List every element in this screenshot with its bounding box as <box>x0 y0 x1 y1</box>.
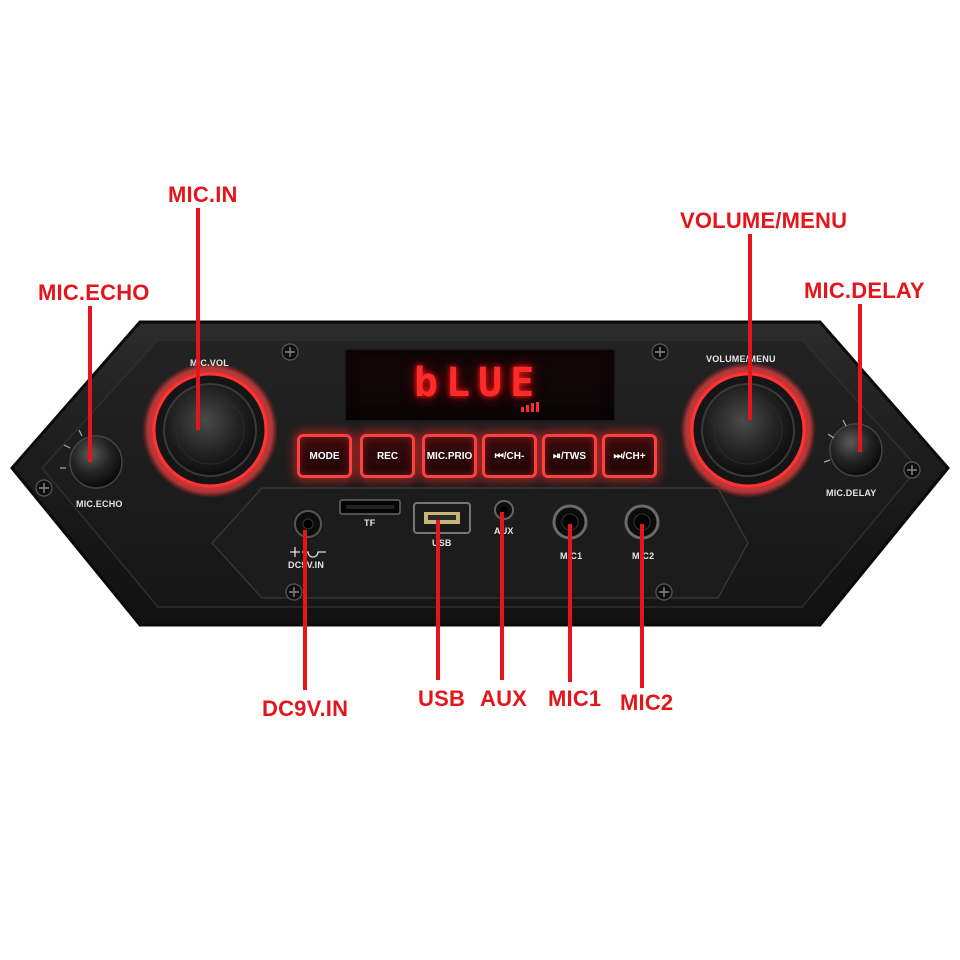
mic2-callout-line <box>640 524 644 688</box>
mic1-callout-line <box>568 524 572 682</box>
led-display-text: bLUE <box>413 360 543 406</box>
mode-button-label: MODE <box>309 450 340 462</box>
mic-echo-knob[interactable] <box>69 435 123 489</box>
play-tws-button-label: ⏯/TWS <box>553 450 586 462</box>
rec-button-label: REC <box>376 450 399 462</box>
tf-panel-label: TF <box>364 518 376 528</box>
play-tws-button[interactable]: ⏯/TWS <box>542 434 597 478</box>
prev-button-label: ⏮/CH- <box>494 450 525 462</box>
usb-panel-label: USB <box>432 538 452 548</box>
volume-menu-callout: VOLUME/MENU <box>680 208 848 233</box>
rec-button[interactable]: REC <box>360 434 415 478</box>
mic-delay-callout-line <box>858 304 862 452</box>
led-display <box>344 348 616 422</box>
mode-button[interactable]: MODE <box>297 434 352 478</box>
mic-in-callout-line <box>196 208 200 430</box>
mic-prio-button[interactable]: MIC.PRIO <box>422 434 477 478</box>
mic2-callout: MIC2 <box>620 690 674 715</box>
usb-callout-line <box>436 520 440 680</box>
prev-button[interactable]: ⏮/CH- <box>482 434 537 478</box>
mic-delay-knob[interactable] <box>829 423 883 477</box>
mic-vol-panel-label: MIC.VOL <box>190 358 229 368</box>
mic1-callout: MIC1 <box>548 686 602 711</box>
mic-echo-panel-label: MIC.ECHO <box>76 499 123 509</box>
signal-bars-icon <box>521 402 539 412</box>
volume-menu-panel-label: VOLUME/MENU <box>706 354 776 364</box>
dc-polarity-icon <box>290 547 326 558</box>
aux-callout-line <box>500 512 504 680</box>
mic-echo-callout-line <box>88 306 92 462</box>
next-button[interactable]: ⏭/CH+ <box>602 434 657 478</box>
dc9v-in-callout: DC9V.IN <box>262 696 349 721</box>
mic-prio-button-label: MIC.PRIO <box>426 450 473 462</box>
aux-callout: AUX <box>480 686 528 711</box>
mic-vol-knob[interactable] <box>163 383 257 477</box>
mic-delay-panel-label: MIC.DELAY <box>826 488 877 498</box>
mic-echo-callout: MIC.ECHO <box>38 280 150 305</box>
dc9v-in-callout-line <box>303 530 307 690</box>
volume-menu-callout-line <box>748 234 752 420</box>
mic-delay-callout: MIC.DELAY <box>804 278 925 303</box>
mic-in-callout: MIC.IN <box>168 182 238 207</box>
usb-callout: USB <box>418 686 466 711</box>
jack-recess <box>211 487 749 599</box>
next-button-label: ⏭/CH+ <box>613 450 646 462</box>
